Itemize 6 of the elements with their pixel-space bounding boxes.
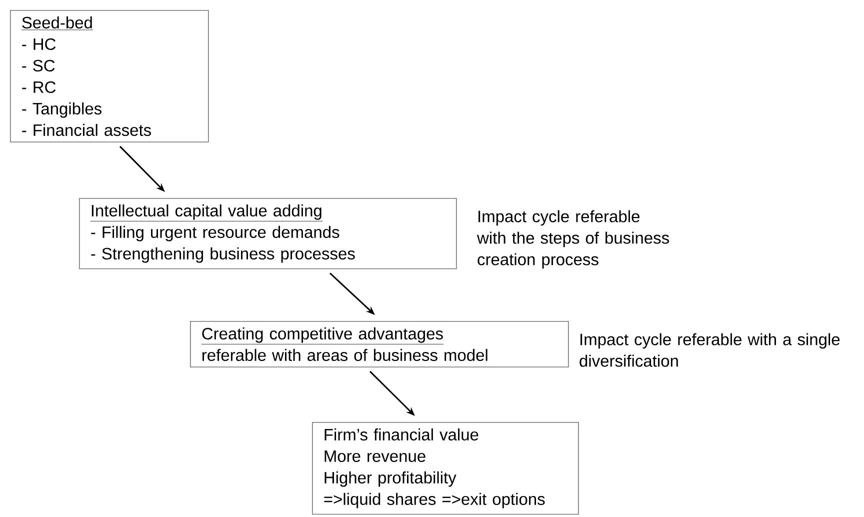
side-note: Impact cycle referable with the steps of business creation process bbox=[476, 210, 669, 269]
text-box: Firm’s financial value More revenue Higher profitability =>liquid shares =>exit options bbox=[312, 422, 579, 515]
side-note: Impact cycle referable with a single diversification bbox=[580, 333, 840, 367]
text-box: Creating competitive advantages referable with areas of business model bbox=[190, 321, 569, 368]
text-box: Seed-bed - HC - SC - RC - Tangibles - Financial assets bbox=[10, 10, 209, 142]
text-box: Intellectual capital value adding - Filling urgent resource demands - Strengthening business processes bbox=[79, 198, 457, 270]
